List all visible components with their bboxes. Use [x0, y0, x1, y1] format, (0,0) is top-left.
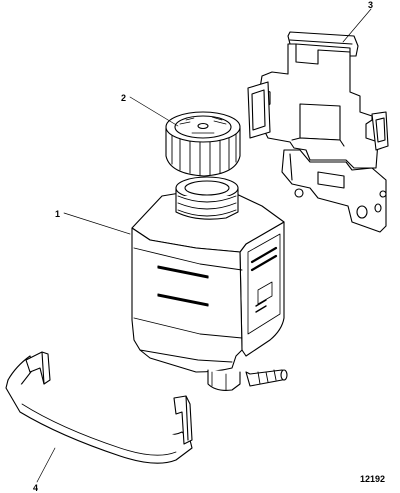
mounting-bracket [247, 31, 389, 233]
leader-lines [36, 8, 372, 483]
leader-line-3 [342, 8, 372, 43]
callout-4: 4 [33, 483, 39, 493]
reservoir-cap [165, 111, 241, 177]
retaining-strap [5, 351, 193, 464]
coolant-reservoir [131, 176, 288, 391]
leader-line-4 [36, 447, 56, 483]
callout-2: 2 [121, 93, 127, 103]
callout-1: 1 [55, 209, 61, 219]
leader-line-2 [129, 96, 179, 127]
leader-line-1 [63, 212, 131, 235]
figure-id: 12192 [360, 474, 386, 484]
callout-3: 3 [368, 0, 374, 10]
